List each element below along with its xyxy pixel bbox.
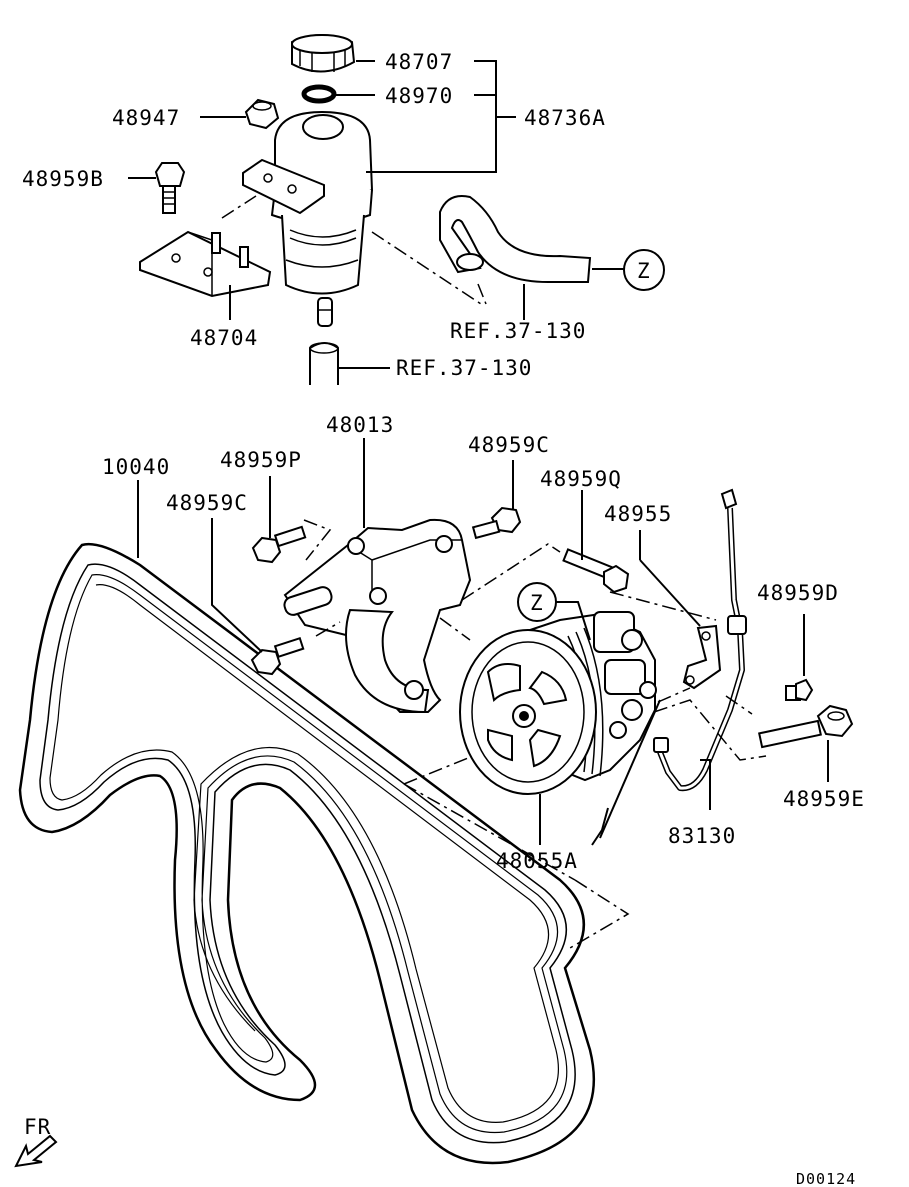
callout-48955: 48955 — [604, 502, 672, 526]
ref-z-top-label: Z — [637, 259, 651, 283]
pump-pulley — [459, 629, 597, 795]
callout-48959b: 48959B — [22, 167, 104, 191]
callout-48707: 48707 — [385, 50, 453, 74]
bolt-48959e — [758, 704, 854, 749]
bolt-48959c-left — [250, 636, 305, 676]
callout-48959q: 48959Q — [540, 467, 622, 491]
callout-48959p: 48959P — [220, 448, 302, 472]
bolt-48959b — [154, 162, 186, 214]
ref-pipe-label: REF.37-130 — [396, 356, 532, 380]
return-pipe — [309, 342, 339, 385]
bolt-48959q — [562, 548, 630, 594]
callout-10040: 10040 — [102, 455, 170, 479]
o-ring — [301, 84, 337, 104]
nut-48947 — [244, 98, 280, 130]
reservoir-hose — [439, 195, 592, 283]
harness-83130 — [653, 488, 747, 792]
callout-83130: 83130 — [668, 824, 736, 848]
callout-48959c-top: 48959C — [468, 433, 550, 457]
callout-48704: 48704 — [190, 326, 258, 350]
bolt-48959p — [251, 525, 307, 564]
bolt-48959c-top — [471, 506, 522, 540]
front-arrow-icon — [14, 1134, 58, 1168]
diagram-code: D00124 — [796, 1170, 856, 1187]
reservoir-mount-ear — [242, 158, 325, 215]
reservoir-cap — [291, 34, 356, 73]
callout-48970: 48970 — [385, 84, 453, 108]
callout-48947: 48947 — [112, 106, 180, 130]
bracket-48704 — [139, 230, 272, 298]
front-label: FR — [24, 1115, 51, 1139]
stay-48955 — [682, 624, 722, 690]
callout-48736a: 48736A — [524, 106, 606, 130]
pump-bracket-48013 — [283, 518, 472, 714]
ref-hose-label: REF.37-130 — [450, 319, 586, 343]
reservoir-tank — [270, 110, 374, 327]
ref-z-circle-pump — [517, 582, 591, 641]
ref-z-pump-label: Z — [530, 591, 544, 615]
callout-48959c-left: 48959C — [166, 491, 248, 515]
ref-z-circle-top — [623, 249, 665, 291]
callout-48013: 48013 — [326, 413, 394, 437]
callout-48959e: 48959E — [783, 787, 865, 811]
callout-48959d: 48959D — [757, 581, 839, 605]
callout-48055a: 48055A — [496, 849, 578, 873]
drive-belt-10040 — [18, 543, 595, 1165]
bolt-48959d — [785, 678, 814, 702]
